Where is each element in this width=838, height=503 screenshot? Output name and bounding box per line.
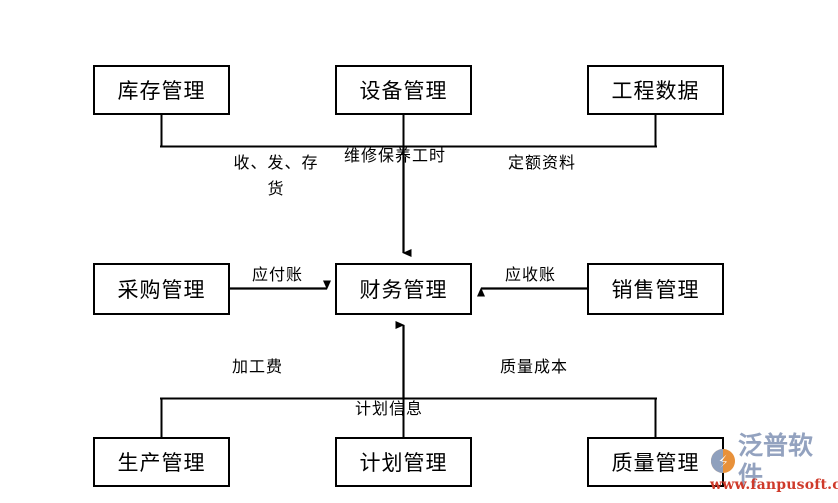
node-label: 质量管理 (611, 451, 700, 475)
edge-label-plan-info: 计划信息 (355, 399, 424, 418)
edge-label-receipt-issue-stock: 收、发、存货 (233, 153, 319, 198)
node-label: 设备管理 (359, 79, 448, 103)
node-sales[interactable]: 销售管理 (587, 263, 724, 315)
edge-label-accounts-payable: 应付账 (252, 265, 304, 284)
node-engineering[interactable]: 工程数据 (587, 65, 724, 115)
edge-label-processing-fee: 加工费 (232, 357, 284, 376)
node-purchase[interactable]: 采购管理 (93, 263, 230, 315)
node-label: 财务管理 (359, 278, 448, 302)
node-label: 采购管理 (117, 278, 206, 302)
node-production[interactable]: 生产管理 (93, 437, 230, 487)
edge-label-accounts-receivable: 应收账 (505, 265, 557, 284)
node-label: 库存管理 (117, 79, 206, 103)
node-quality[interactable]: 质量管理 (587, 437, 724, 487)
edge-label-quality-cost: 质量成本 (500, 357, 569, 376)
node-planning[interactable]: 计划管理 (335, 437, 472, 487)
node-finance[interactable]: 财务管理 (335, 263, 472, 315)
node-label: 工程数据 (611, 79, 700, 103)
node-label: 销售管理 (611, 278, 700, 302)
edge-label-maintenance-hours: 维修保养工时 (344, 146, 447, 165)
node-label: 生产管理 (117, 451, 206, 475)
node-label: 计划管理 (359, 451, 448, 475)
node-equipment[interactable]: 设备管理 (335, 65, 472, 115)
edge-label-quota-data: 定额资料 (508, 153, 577, 172)
node-inventory[interactable]: 库存管理 (93, 65, 230, 115)
